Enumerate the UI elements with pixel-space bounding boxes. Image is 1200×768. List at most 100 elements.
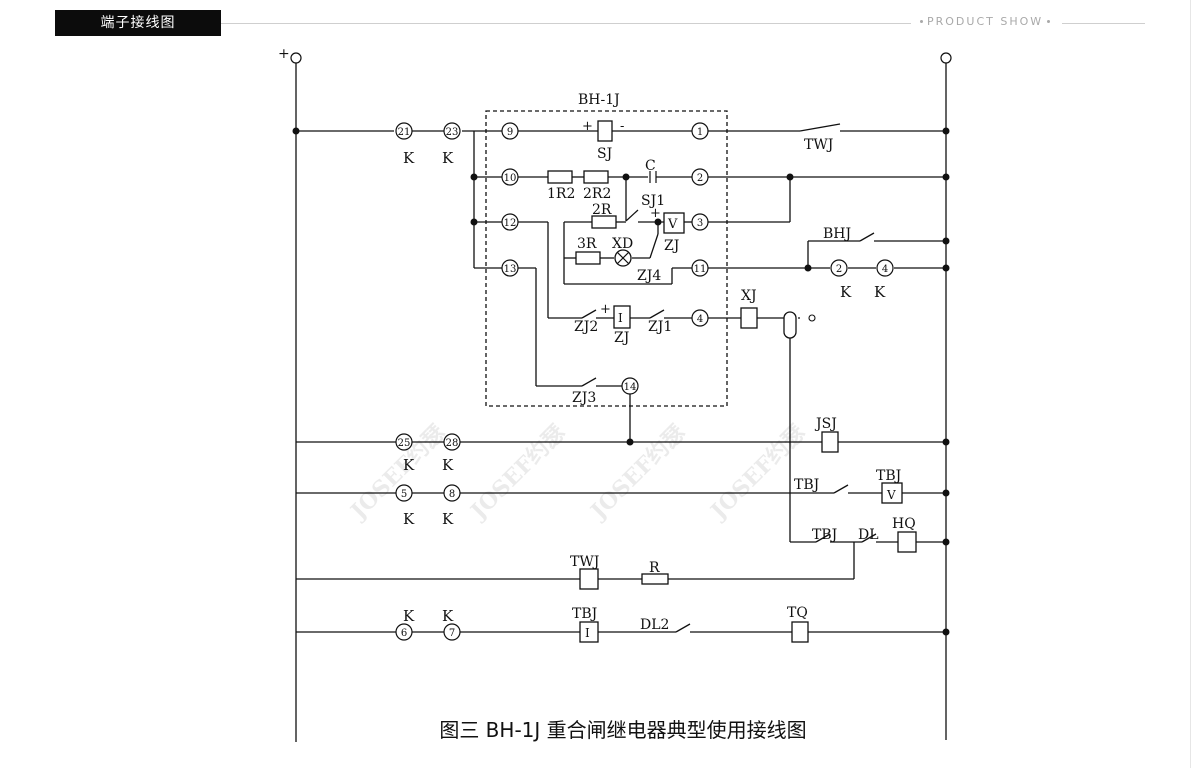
zj-plus: + [650, 206, 661, 221]
hq-coil [897, 531, 917, 553]
k-label: K [840, 283, 852, 301]
resistor-2r2 [583, 170, 609, 184]
tbj-coil-label: TBJ [572, 606, 597, 622]
watermark: JOSEF约瑟 [464, 420, 570, 526]
watermark: JOSEF约瑟 [704, 420, 810, 526]
k-label: K [442, 149, 454, 167]
watermarks: JOSEF约瑟 JOSEF约瑟 JOSEF约瑟 JOSEF约瑟 [344, 420, 810, 526]
term-9: 9 [507, 127, 513, 138]
term-k4: 4 [882, 264, 888, 275]
k-label: K [874, 283, 886, 301]
watermark: JOSEF约瑟 [584, 420, 690, 526]
jsj-label: JSJ [814, 416, 837, 432]
term-1: 1 [697, 127, 703, 138]
tbj-i: I [585, 626, 590, 640]
resistor-3r [575, 251, 601, 265]
k-label: K [403, 456, 415, 474]
jsj-coil [821, 431, 839, 453]
k-label: K [442, 510, 454, 528]
tbj-voltage-coil [881, 482, 903, 504]
product-show-label: PRODUCT SHOW [916, 15, 1054, 28]
r3-label: 3R [577, 236, 597, 252]
twj-coil [579, 568, 599, 590]
k-labels: K K K K K K K K K K [403, 149, 886, 625]
zj-v: V [667, 217, 678, 232]
twj-coil-label: TWJ [570, 554, 599, 570]
sj1-label: SJ1 [641, 193, 665, 209]
zj-label-2: ZJ [614, 330, 629, 346]
r2r-label: 2R [592, 202, 612, 218]
r-label: R [649, 560, 660, 576]
twj-label: TWJ [804, 137, 833, 153]
component-labels: + BH-1J + - SJ TWJ C 1R2 2R2 SJ1 2R + V … [278, 46, 916, 640]
term-23: 23 [446, 127, 459, 138]
dl2-label: DL2 [640, 617, 669, 633]
term-4: 4 [697, 314, 703, 325]
term-28: 28 [446, 438, 459, 449]
resistor-r [641, 573, 669, 585]
resistor-1r2 [547, 170, 573, 184]
relay-box-label: BH-1J [578, 92, 620, 108]
resistor-2r [591, 215, 617, 229]
tq-label: TQ [787, 605, 808, 621]
page-section-tab: 端子接线图 [55, 10, 221, 36]
sj-label: SJ [597, 146, 612, 162]
zj3-label: ZJ3 [572, 390, 596, 406]
plus-label: + [278, 46, 290, 62]
xj-label: XJ [741, 288, 757, 304]
watermark: JOSEF约瑟 [344, 420, 450, 526]
tbj-label-v: TBJ [876, 468, 901, 484]
term-2: 2 [697, 173, 703, 184]
term-5: 5 [401, 489, 407, 500]
plus-terminal [290, 52, 302, 64]
zj-i-plus: + [600, 302, 611, 317]
tbj-contact-label: TBJ [794, 477, 819, 493]
zj4-label: ZJ4 [637, 268, 661, 284]
minus-terminal [940, 52, 952, 64]
tq-coil [791, 621, 809, 643]
k-label: K [403, 510, 415, 528]
junction-dots [292, 127, 950, 636]
term-21: 21 [398, 127, 411, 138]
zj1-label: ZJ1 [648, 319, 672, 335]
term-13: 13 [504, 264, 517, 275]
term-k2: 2 [836, 264, 842, 275]
zj-voltage-coil [663, 212, 685, 234]
term-6: 6 [401, 628, 407, 639]
tbj-v: V [886, 488, 896, 502]
hq-label: HQ [892, 516, 916, 532]
wires [295, 62, 947, 742]
terminal-numbers: 21 23 9 1 10 2 12 3 11 13 4 14 25 28 5 8… [398, 127, 889, 639]
tbj-contact2-label: TBJ [812, 527, 837, 543]
xj-contact [808, 314, 816, 322]
r2-label: 2R2 [583, 186, 611, 202]
xj-coil [740, 307, 758, 329]
zj-i: I [618, 311, 623, 325]
dl-label: DL [858, 527, 879, 543]
term-11: 11 [694, 264, 707, 275]
header-divider-right [1062, 23, 1145, 24]
term-7: 7 [449, 628, 455, 639]
sj-minus: - [620, 119, 624, 134]
c-label: C [645, 158, 656, 174]
term-25: 25 [398, 438, 411, 449]
figure-caption: 图三 BH-1J 重合闸继电器典型使用接线图 [439, 718, 807, 742]
zj-label: ZJ [664, 238, 679, 254]
term-14: 14 [624, 382, 637, 393]
zj-current-coil [613, 305, 631, 329]
k-label: K [403, 607, 415, 625]
bhj-label: BHJ [823, 226, 851, 242]
lamp-cross [616, 171, 657, 265]
header-divider [221, 23, 911, 24]
xj-button [783, 311, 797, 339]
xd-label: XD [612, 236, 633, 252]
term-3: 3 [697, 218, 703, 229]
term-10: 10 [504, 173, 517, 184]
zj2-label: ZJ2 [574, 319, 598, 335]
k-label: K [442, 456, 454, 474]
k-label: K [403, 149, 415, 167]
page-edge-rule [1190, 0, 1191, 768]
r1-label: 1R2 [547, 186, 575, 202]
term-8: 8 [449, 489, 455, 500]
